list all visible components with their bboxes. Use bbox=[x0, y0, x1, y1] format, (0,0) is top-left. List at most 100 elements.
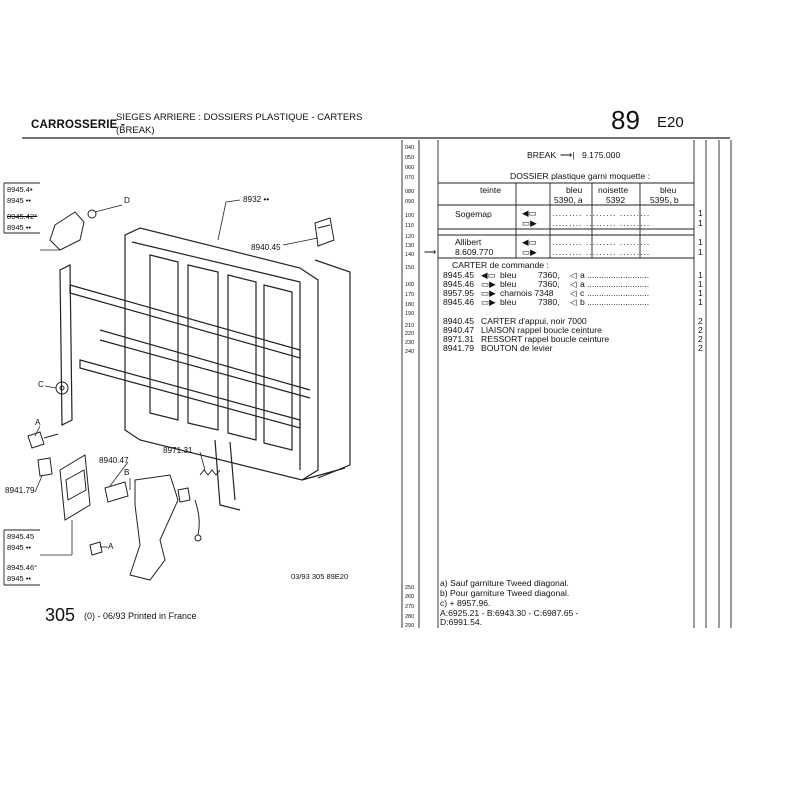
line-number: 170 bbox=[405, 292, 415, 298]
section-title: CARROSSERIE - bbox=[31, 119, 125, 131]
arrow-right-icon: ⟶ bbox=[424, 247, 437, 257]
line-number: 040 bbox=[405, 145, 415, 151]
carter-commande: CARTER de commande : bbox=[452, 260, 549, 270]
part-desc: chamois 7348 bbox=[500, 288, 554, 298]
diagram-code: 03/93 305 89E20 bbox=[291, 572, 349, 581]
callout-8940-45: 8940.45 bbox=[251, 243, 281, 252]
note-line: A:6925.21 - B:6943.30 - C:6987.65 - bbox=[440, 608, 579, 618]
break-number: 9.175.000 bbox=[582, 150, 621, 160]
callout-8941-79: 8941.79 bbox=[5, 486, 35, 495]
dotted-fill: .......................... bbox=[587, 297, 650, 307]
line-number: 050 bbox=[405, 155, 415, 161]
dotted-fill: ......... ......... ......... bbox=[552, 218, 651, 228]
callout-a1: A bbox=[35, 418, 41, 427]
line-number: 220 bbox=[405, 331, 415, 337]
callout-a2: A bbox=[108, 542, 114, 551]
col-teinte: teinte bbox=[480, 185, 502, 195]
part-ref: 8957.95 bbox=[443, 288, 475, 298]
line-number: 080 bbox=[405, 189, 415, 195]
dossier-label: DOSSIER plastique garni moquette : bbox=[510, 171, 650, 181]
callout-8971-31: 8971.31 bbox=[163, 446, 193, 455]
direction-icon: ▭▶ bbox=[481, 297, 496, 307]
direction-icon: ◀▭ bbox=[481, 270, 496, 280]
left-arrow-icon: ◀▭ bbox=[522, 208, 537, 218]
part-qty: 1 bbox=[698, 297, 703, 307]
col-bleu1-ref: 5390, a bbox=[554, 195, 583, 205]
part-code: 7360, bbox=[538, 279, 560, 289]
part-ref: 8941.79 bbox=[443, 343, 475, 353]
dotted-fill: .......................... bbox=[587, 288, 650, 298]
box-bottom-1: 8945.45 bbox=[7, 532, 35, 541]
marker-icon: ◁ bbox=[570, 288, 577, 298]
footer-text: (0) - 06/93 Printed in France bbox=[84, 611, 197, 621]
part-ref: 8940.45 bbox=[443, 316, 475, 326]
break-arrow-icon: ⟶| bbox=[560, 150, 575, 160]
box-top-3: 8945.42° bbox=[7, 212, 38, 221]
col-bleu1: bleu bbox=[566, 185, 583, 195]
callout-d: D bbox=[124, 196, 130, 205]
line-number: 090 bbox=[405, 199, 415, 205]
line-number: 110 bbox=[405, 223, 414, 229]
callout-8940-47: 8940.47 bbox=[99, 456, 129, 465]
page-title-line2: (BREAK) bbox=[116, 125, 155, 136]
part-desc: bleu bbox=[500, 279, 517, 289]
col-noisette: noisette bbox=[598, 185, 629, 195]
line-number: 130 bbox=[405, 243, 415, 249]
part-ref: 8945.45 bbox=[443, 270, 475, 280]
line-number: 180 bbox=[405, 302, 415, 308]
marker-icon: ◁ bbox=[570, 297, 577, 307]
line-number: 290 bbox=[405, 623, 415, 629]
callout-b: B bbox=[124, 468, 130, 477]
left-arrow-icon: ◀▭ bbox=[522, 237, 537, 247]
dotted-fill: .......................... bbox=[587, 270, 650, 280]
part-desc: RESSORT rappel boucle ceinture bbox=[481, 334, 610, 344]
dotted-fill: ......... ......... ......... bbox=[552, 247, 651, 257]
note-line: a) Sauf garniture Tweed diagonal. bbox=[440, 578, 569, 588]
footer-number: 305 bbox=[45, 605, 76, 625]
marker-icon: ◁ bbox=[570, 270, 577, 280]
part-suffix: c bbox=[580, 288, 585, 298]
note-line: D:6991.54. bbox=[440, 617, 483, 627]
callout-c: C bbox=[38, 380, 44, 389]
line-number: 070 bbox=[405, 175, 415, 181]
box-top-1: 8945.4• bbox=[7, 185, 33, 194]
knob-d bbox=[49, 211, 85, 251]
part-suffix: a bbox=[580, 270, 585, 280]
supplier-sogemap: Sogemap bbox=[455, 209, 492, 219]
part-code: 7360, bbox=[538, 270, 560, 280]
direction-icon: ▭▶ bbox=[481, 288, 496, 298]
line-number: 140 bbox=[405, 252, 415, 258]
line-number: 230 bbox=[405, 340, 415, 346]
col-bleu2-ref: 5395, b bbox=[650, 195, 679, 205]
line-number: 280 bbox=[405, 614, 415, 620]
page-title-line1: SIEGES ARRIERE : DOSSIERS PLASTIQUE - CA… bbox=[116, 112, 363, 123]
part-qty: 2 bbox=[698, 325, 703, 335]
direction-icon: ▭▶ bbox=[481, 279, 496, 289]
part-qty: 2 bbox=[698, 343, 703, 353]
part-ref: 8940.47 bbox=[443, 325, 475, 335]
part-qty: 1 bbox=[698, 279, 703, 289]
line-number: 060 bbox=[405, 165, 415, 171]
part-qty: 1 bbox=[698, 270, 703, 280]
right-arrow-icon: ▭▶ bbox=[522, 247, 537, 257]
part-ref: 8971.31 bbox=[443, 334, 475, 344]
seat-back-frame bbox=[59, 227, 351, 511]
box-bottom-2: 8945 •• bbox=[7, 543, 32, 552]
qty: 1 bbox=[698, 218, 703, 228]
col-noisette-ref: 5392 bbox=[606, 195, 626, 205]
part-desc: bleu bbox=[500, 270, 517, 280]
box-bottom-3: 8945.46° bbox=[7, 563, 38, 572]
part-qty: 2 bbox=[698, 334, 703, 344]
part-qty: 2 bbox=[698, 316, 703, 326]
line-number: 120 bbox=[405, 234, 415, 240]
box-top-2: 8945 •• bbox=[7, 196, 32, 205]
box-top-4: 8945 •• bbox=[7, 223, 32, 232]
part-desc: BOUTON de levier bbox=[481, 343, 553, 353]
callout-8932: 8932 •• bbox=[243, 195, 270, 204]
line-number: 160 bbox=[405, 282, 415, 288]
part-desc: CARTER d'appui, noir 7000 bbox=[481, 316, 587, 326]
part-code: 7380, bbox=[538, 297, 560, 307]
part-suffix: b bbox=[580, 297, 585, 307]
qty: 1 bbox=[698, 247, 703, 257]
